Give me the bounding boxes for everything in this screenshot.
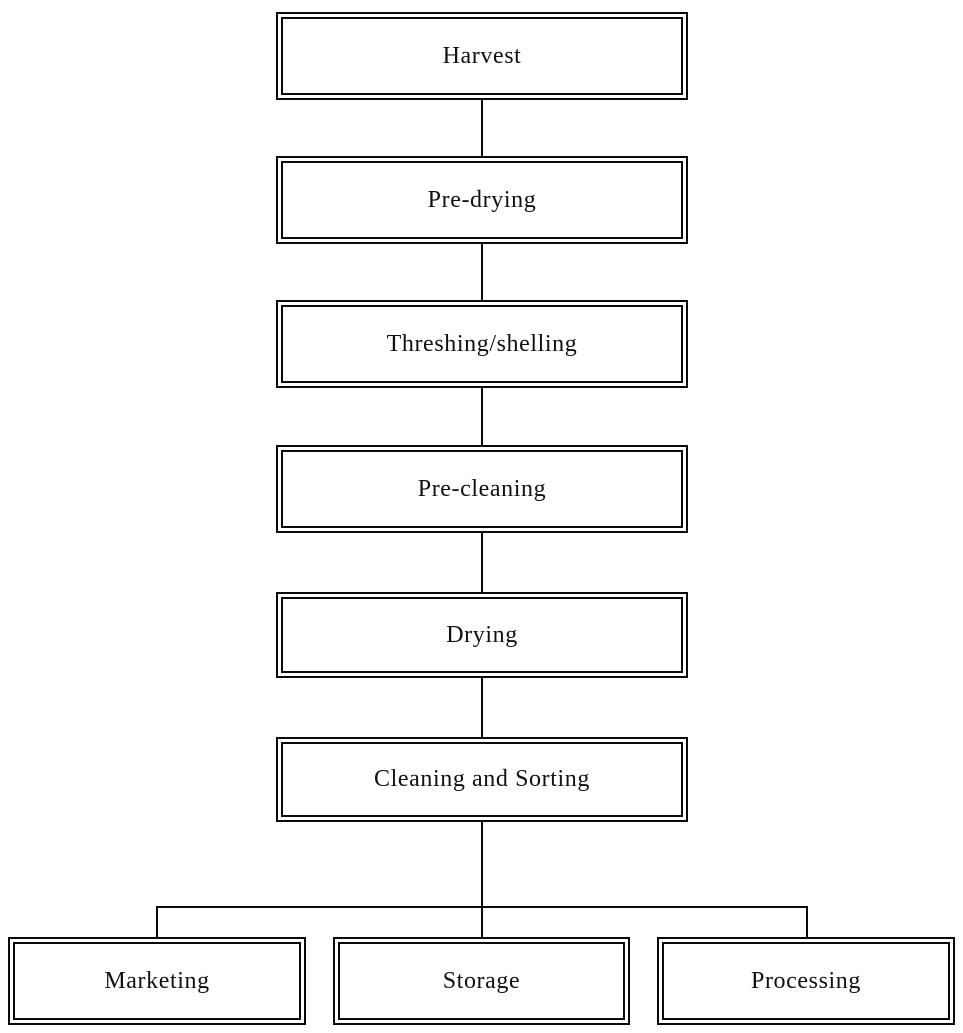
flow-node-drying: Drying xyxy=(276,592,688,678)
flow-node-pre-cleaning: Pre-cleaning xyxy=(276,445,688,533)
flow-node-processing-label: Processing xyxy=(751,967,861,994)
flow-node-storage-label: Storage xyxy=(442,967,521,994)
flow-node-pre-drying-label: Pre-drying xyxy=(427,186,537,213)
flow-node-harvest-label: Harvest xyxy=(442,42,522,69)
connector-branch-horizontal xyxy=(156,906,808,908)
connector-branch-to-marketing xyxy=(156,906,158,937)
connector-pre-cleaning-to-drying xyxy=(481,533,483,592)
flow-node-harvest: Harvest xyxy=(276,12,688,100)
flow-node-storage: Storage xyxy=(333,937,630,1025)
flow-node-cleaning-and-sorting: Cleaning and Sorting xyxy=(276,737,688,822)
connector-branch-to-processing xyxy=(806,906,808,937)
flow-node-drying-label: Drying xyxy=(446,621,518,648)
flow-node-marketing-label: Marketing xyxy=(104,967,210,994)
flow-node-pre-cleaning-label: Pre-cleaning xyxy=(417,475,547,502)
flow-node-cleaning-and-sorting-label: Cleaning and Sorting xyxy=(374,766,590,792)
connector-drying-to-cleaning-sorting xyxy=(481,678,483,737)
connector-cleaning-sorting-to-storage xyxy=(481,822,483,937)
flow-node-threshing-shelling-label: Threshing/shelling xyxy=(386,330,578,357)
connector-pre-drying-to-threshing xyxy=(481,244,483,300)
flow-node-pre-drying: Pre-drying xyxy=(276,156,688,244)
flow-node-marketing: Marketing xyxy=(8,937,306,1025)
flow-node-threshing-shelling: Threshing/shelling xyxy=(276,300,688,388)
connector-harvest-to-pre-drying xyxy=(481,100,483,156)
flow-node-processing: Processing xyxy=(657,937,955,1025)
connector-threshing-to-pre-cleaning xyxy=(481,388,483,445)
